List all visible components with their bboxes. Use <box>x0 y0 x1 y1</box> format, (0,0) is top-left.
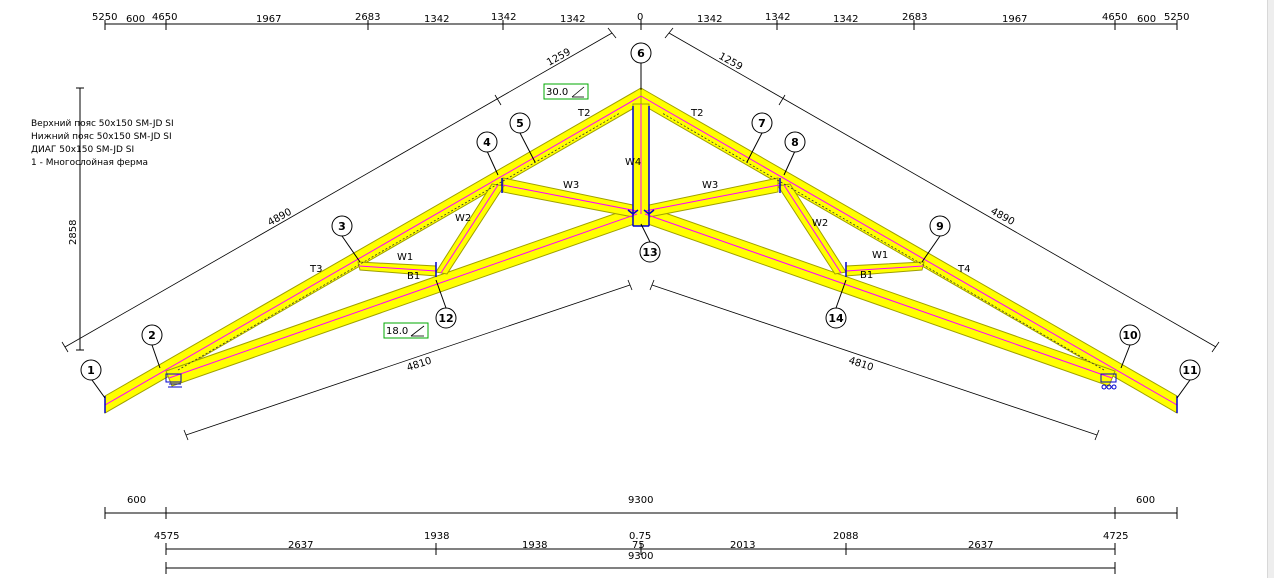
height-dim-label: 2858 <box>68 220 79 245</box>
node-5: 5 <box>516 117 524 130</box>
legend-truss-type: 1 - Многослойная ферма <box>31 158 149 168</box>
node-14: 14 <box>828 312 844 325</box>
top-dim-7: 1342 <box>491 12 516 23</box>
node-numbers: 1 2 3 4 5 6 7 8 9 10 11 12 13 14 <box>87 47 1197 377</box>
legend-top-chord: Верхний пояс 50x150 SM-JD SI <box>31 119 174 129</box>
label-w3-right: W3 <box>702 180 718 191</box>
web-w1-left <box>357 261 437 277</box>
node-6: 6 <box>637 47 645 60</box>
angle-bottom-value: 18.0 <box>386 326 408 337</box>
material-legend: Верхний пояс 50x150 SM-JD SI Нижний пояс… <box>31 118 174 170</box>
label-b1-right: B1 <box>860 270 873 281</box>
label-w2-right: W2 <box>812 218 828 229</box>
label-w3-left: W3 <box>563 180 579 191</box>
top-dim-5: 2683 <box>355 12 380 23</box>
label-b1-left: B1 <box>407 271 420 282</box>
bottom-dim-4725: 4725 <box>1103 531 1128 542</box>
bottom-dim-075: 0.75 <box>629 531 651 542</box>
bottom-dim-2088: 2088 <box>833 531 858 542</box>
node-circles <box>80 42 1201 381</box>
joint-plates <box>104 106 1178 413</box>
bottom-dim-2013: 2013 <box>730 540 755 551</box>
bottom-dim-2637-right: 2637 <box>968 540 993 551</box>
angle-box-apex: 30.0 <box>543 83 589 100</box>
label-t4: T4 <box>957 264 970 275</box>
top-dim-17: 5250 <box>1164 12 1189 23</box>
top-dim-12: 1342 <box>833 14 858 25</box>
bottom-left-slope-label: 4810 <box>406 356 434 374</box>
support-right <box>1100 373 1117 390</box>
label-t2-left: T2 <box>577 108 590 119</box>
bottom-dim-span: 9300 <box>628 495 653 506</box>
top-dim-14: 1967 <box>1002 14 1027 25</box>
chord-left-slope-label: 4890 <box>266 207 294 229</box>
top-dim-2: 600 <box>126 14 145 25</box>
node-2: 2 <box>148 329 156 342</box>
bottom-dim-1938: 1938 <box>522 540 547 551</box>
node-7: 7 <box>758 117 766 130</box>
upper-right-slope-label: 1259 <box>717 51 745 73</box>
legend-bottom-chord: Нижний пояс 50x150 SM-JD SI <box>31 132 172 142</box>
top-dim-9: 0 <box>637 12 643 23</box>
height-dimension: 2858 <box>68 87 84 351</box>
node-4: 4 <box>483 136 491 149</box>
node-11: 11 <box>1182 364 1197 377</box>
node-3: 3 <box>338 220 346 233</box>
bottom-dim-overhang-right: 600 <box>1136 495 1155 506</box>
slope-dimension-lines <box>61 27 1220 441</box>
member-center-lines <box>104 95 1178 406</box>
legend-diagonals: ДИАГ 50x150 SM-JD SI <box>31 145 135 155</box>
top-dim-4: 1967 <box>256 14 281 25</box>
web-w1-right <box>845 261 925 277</box>
top-dim-16: 600 <box>1137 14 1156 25</box>
top-dim-3: 4650 <box>152 12 177 23</box>
dashed-guides <box>177 112 1105 371</box>
top-dim-13: 2683 <box>902 12 927 23</box>
bottom-dim-4575: 4575 <box>154 531 179 542</box>
node-9: 9 <box>936 220 944 233</box>
top-dimension-line: 5250 600 4650 1967 2683 1342 1342 1342 0… <box>92 12 1189 30</box>
top-dim-8: 1342 <box>560 14 585 25</box>
bottom-dim-2637-left: 2637 <box>288 540 313 551</box>
bottom-dimension-total <box>165 562 1116 574</box>
node-1: 1 <box>87 364 95 377</box>
angle-apex-value: 30.0 <box>546 87 568 98</box>
upper-left-slope-label: 1259 <box>545 47 573 69</box>
right-window-edge <box>1267 0 1274 578</box>
top-dim-1: 5250 <box>92 12 117 23</box>
node-13: 13 <box>642 246 657 259</box>
member-labels: T2 T2 T3 T4 W4 W3 W3 W2 W2 W1 W1 B1 B1 <box>309 108 970 282</box>
label-w4: W4 <box>625 157 641 168</box>
bottom-dimension-row-2 <box>165 543 1116 555</box>
top-dim-15: 4650 <box>1102 12 1127 23</box>
top-dim-10: 1342 <box>697 14 722 25</box>
bottom-dim-total: 9300 <box>628 551 653 562</box>
label-t2-right: T2 <box>690 108 703 119</box>
node-10: 10 <box>1122 329 1138 342</box>
bottom-dimension-row-1 <box>104 507 1178 519</box>
support-left <box>165 373 182 388</box>
bottom-right-slope-label: 4810 <box>847 355 875 373</box>
node-8: 8 <box>791 136 799 149</box>
bottom-dim-overhang-left: 600 <box>127 495 146 506</box>
angle-box-bottom: 18.0 <box>383 322 429 339</box>
label-w1-right: W1 <box>872 250 888 261</box>
label-t3: T3 <box>309 264 322 275</box>
bottom-dim-1938-top: 1938 <box>424 531 449 542</box>
top-dim-11: 1342 <box>765 12 790 23</box>
label-w2-left: W2 <box>455 213 471 224</box>
node-markers <box>91 63 1191 399</box>
node-12: 12 <box>438 312 453 325</box>
label-w1-left: W1 <box>397 252 413 263</box>
bottom-dim-75: 75 <box>632 540 645 551</box>
top-dim-6: 1342 <box>424 14 449 25</box>
